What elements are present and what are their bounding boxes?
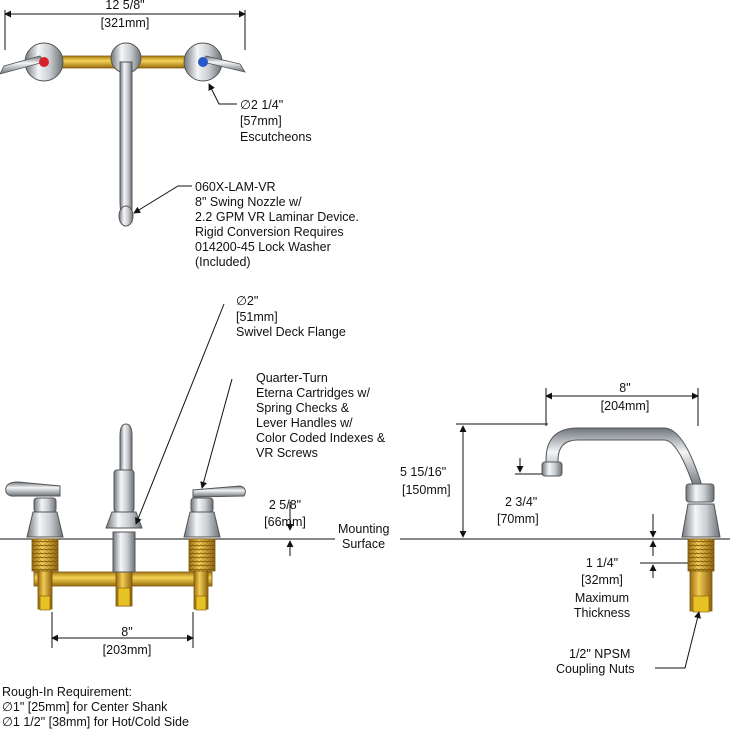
- nozzle-leader: [133, 185, 192, 214]
- cartridge-line-1: Quarter-Turn: [256, 371, 328, 385]
- escutcheon-leader: [208, 83, 237, 105]
- nuts-leader: [655, 611, 701, 669]
- nozzle-line-2: 8" Swing Nozzle w/: [195, 195, 302, 209]
- hot-valve: [5, 481, 64, 572]
- front-height-mm: [66mm]: [264, 515, 306, 529]
- mounting-label-1: Mounting: [338, 522, 390, 536]
- thickness-label-1: Maximum: [574, 591, 630, 605]
- top-view: [0, 10, 246, 227]
- cartridge-line-3: Spring Checks &: [256, 401, 350, 415]
- side-aerator: [541, 461, 563, 477]
- hot-escutcheon: [0, 42, 64, 82]
- reach-inch: 8": [619, 381, 631, 395]
- outlet-height-mm: [70mm]: [497, 512, 539, 526]
- cartridge-line-2: Eterna Cartridges w/: [256, 386, 370, 400]
- nozzle-line-1: 060X-LAM-VR: [195, 180, 276, 194]
- cartridge-line-6: VR Screws: [256, 446, 318, 460]
- top-width-inch: 12 5/8": [105, 0, 145, 12]
- top-width-mm: [321mm]: [100, 16, 150, 30]
- front-view: [0, 303, 730, 648]
- side-valve: [681, 483, 721, 613]
- mounting-label-2: Surface: [342, 537, 386, 551]
- escutcheon-mm: [57mm]: [240, 114, 282, 128]
- thickness-mm: [32mm]: [581, 573, 623, 587]
- flange-name: Swivel Deck Flange: [236, 325, 346, 339]
- outlet-height-inch: 2 3/4": [505, 495, 538, 509]
- reach-mm: [204mm]: [600, 399, 650, 413]
- nuts-label-2: Coupling Nuts: [556, 662, 635, 676]
- nuts-label-1: 1/2" NPSM: [569, 647, 631, 661]
- nozzle-line-4: Rigid Conversion Requires: [195, 225, 344, 239]
- rough-in-side: ∅1 1/2" [38mm] for Hot/Cold Side: [2, 715, 189, 729]
- front-height-inch: 2 5/8": [268, 498, 302, 512]
- center-spout: [105, 423, 143, 573]
- cold-valve: [183, 485, 246, 572]
- flange-diameter: ∅2": [236, 294, 259, 308]
- cartridge-line-4: Lever Handles w/: [256, 416, 353, 430]
- spread-inch: 8": [121, 625, 133, 639]
- nozzle-line-5: 014200-45 Lock Washer: [195, 240, 331, 254]
- cold-escutcheon: [183, 42, 246, 82]
- swing-nozzle: [119, 61, 133, 223]
- flange-leader: [135, 303, 225, 525]
- side-spout-tube: [545, 427, 703, 489]
- flange-mm: [51mm]: [236, 310, 278, 324]
- escutcheon-diameter: ∅2 1/4": [240, 98, 284, 112]
- side-view: [456, 388, 721, 669]
- spread-mm: [203mm]: [102, 643, 152, 657]
- nozzle-line-3: 2.2 GPM VR Laminar Device.: [195, 210, 359, 224]
- cartridge-leader: [200, 378, 233, 489]
- rough-in-center: ∅1" [25mm] for Center Shank: [2, 700, 168, 714]
- thickness-inch: 1 1/4": [585, 556, 619, 570]
- rough-in-title: Rough-In Requirement:: [2, 685, 132, 699]
- cartridge-line-5: Color Coded Indexes &: [256, 431, 386, 445]
- nozzle-line-6: (Included): [195, 255, 251, 269]
- thickness-label-2: Thickness: [573, 606, 631, 620]
- spout-height-inch: 5 15/16": [400, 465, 447, 479]
- spout-height-mm: [150mm]: [402, 483, 451, 497]
- escutcheon-name: Escutcheons: [240, 130, 312, 144]
